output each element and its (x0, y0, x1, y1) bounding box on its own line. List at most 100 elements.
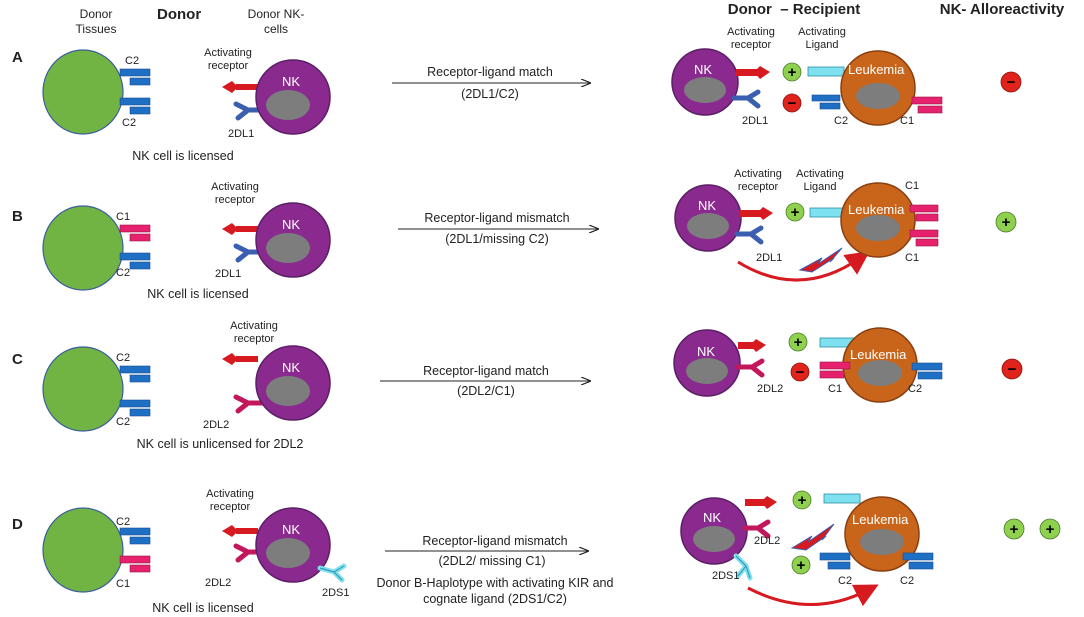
svg-text:+: + (1010, 521, 1019, 538)
inhibitory-receptor-icon (233, 394, 265, 414)
recipient-receptor2-label: 2DS1 (712, 570, 740, 582)
svg-text:+: + (797, 557, 806, 574)
nk-receptor-label: 2DL2 (203, 419, 229, 431)
activation-arrow (737, 251, 870, 282)
activating-receptor-label-line2: receptor (738, 181, 779, 193)
recipient-ligand-c2-left (819, 552, 851, 570)
nk-nucleus (266, 90, 310, 120)
svg-text:+: + (1002, 214, 1011, 231)
plus-sign-icon: + (782, 62, 802, 82)
tissue-ligand-c1 (119, 224, 151, 242)
recipient-nk-label: NK (694, 62, 712, 77)
tissue-ligand-label: C2 (125, 55, 139, 67)
recipient-nk-label: NK (703, 510, 721, 525)
tissue-ligand-c2-top (119, 68, 151, 86)
activation-arrow (747, 584, 879, 607)
recipient-ligand-c2 (911, 362, 943, 380)
plus-sign-icon: + (788, 332, 808, 352)
recipient-activating-receptor-icon (738, 339, 766, 352)
activating-receptor-label-line1: Activating (727, 26, 775, 38)
leukemia-nucleus (856, 215, 900, 241)
recipient-ligand-c1 (819, 361, 851, 379)
arrow-text-line2: (2DL1/C2) (461, 87, 519, 101)
svg-text:+: + (1046, 521, 1055, 538)
tissue-ligand-c2 (119, 527, 151, 545)
extra-text-line2: cognate ligand (2DS1/C2) (423, 592, 567, 606)
arrow-text-line2: (2DL1/missing C2) (445, 232, 549, 246)
nk-cell-label: NK (282, 217, 300, 232)
arrow-text-line1: Receptor-ligand mismatch (424, 211, 569, 225)
row-letter: C (12, 351, 23, 368)
recipient-receptor-label: 2DL2 (754, 535, 780, 547)
recipient-receptor-label: 2DL2 (757, 383, 783, 395)
licensing-note: NK cell is licensed (152, 601, 253, 615)
recipient-ligand-label: C1 (905, 180, 919, 192)
licensing-note: NK cell is unlicensed for 2DL2 (137, 437, 304, 451)
recipient-nk-nucleus (687, 213, 729, 239)
outcome-minus-icon: − (1001, 358, 1023, 380)
tissue-ligand-c1 (119, 555, 151, 573)
nk-cell-label: NK (282, 74, 300, 89)
donor-tissue-cell (42, 49, 124, 135)
svg-text:+: + (794, 334, 803, 351)
leukemia-label: Leukemia (848, 202, 905, 217)
plus-sign-icon: + (785, 202, 805, 222)
row-d: D C2 C1 Activating receptor NK 2DL2 2DS1 (12, 488, 1061, 615)
licensing-note: NK cell is licensed (147, 287, 248, 301)
activating-receptor-icon (222, 525, 258, 537)
donor-tissue-cell (42, 205, 124, 291)
activating-ligand-label-line2: Ligand (803, 181, 836, 193)
svg-text:−: − (796, 364, 805, 381)
recipient-ligand-label: C1 (828, 383, 842, 395)
licensing-note: NK cell is licensed (132, 149, 233, 163)
arrow-text-line1: Receptor-ligand mismatch (422, 534, 567, 548)
minus-sign-icon: − (790, 362, 810, 382)
activating-ligand-label-line1: Activating (796, 168, 844, 180)
activating-receptor-label-line1: Activating (204, 47, 252, 59)
tissue-ligand-label: C2 (116, 267, 130, 279)
leukemia-label: Leukemia (848, 62, 905, 77)
recipient-inhibitory-receptor-icon (734, 225, 764, 245)
nk-nucleus (266, 233, 310, 263)
row-b: B C1 C2 Activating receptor NK 2DL1 NK c… (12, 168, 1017, 301)
recipient-nk-nucleus (684, 77, 726, 103)
arrow-text-line2: (2DL2/ missing C1) (439, 554, 546, 568)
recipient-ligand-c1-top (909, 204, 939, 222)
recipient-activating-kir-icon (733, 553, 753, 581)
nk-cell-label: NK (282, 360, 300, 375)
recipient-ligand-c2-right (902, 552, 934, 570)
row-letter: D (12, 516, 23, 533)
recipient-receptor-label: 2DL1 (742, 115, 768, 127)
recipient-nk-label: NK (697, 344, 715, 359)
activating-receptor-label-line2: receptor (208, 60, 249, 72)
activating-ligand-icon (807, 66, 845, 77)
recipient-ligand-c2 (811, 94, 841, 110)
nk-receptor-label: 2DL2 (205, 577, 231, 589)
recipient-nk-label: NK (698, 198, 716, 213)
recipient-ligand-label: C2 (834, 115, 848, 127)
nk-receptor-label: 2DL1 (228, 128, 254, 140)
leukemia-nucleus (858, 360, 902, 386)
arrow-text-line1: Receptor-ligand match (423, 364, 549, 378)
tissue-ligand-label: C2 (116, 416, 130, 428)
tissue-ligand-label: C2 (116, 352, 130, 364)
activating-kir-receptor-icon (317, 563, 347, 583)
svg-text:+: + (798, 492, 807, 509)
header-donor-tissues-line2: Tissues (76, 22, 117, 36)
header-donor-nk-line1: Donor NK- (248, 7, 305, 21)
recipient-ligand-label: C1 (900, 115, 914, 127)
svg-text:−: − (1008, 361, 1017, 378)
activating-receptor-label-line1: Activating (206, 488, 254, 500)
arrow-text-line1: Receptor-ligand match (427, 65, 553, 79)
tissue-ligand-label: C1 (116, 578, 130, 590)
plus-sign-icon: + (791, 555, 811, 575)
lightning-bolt-icon (798, 247, 843, 273)
lightning-bolt-icon (790, 523, 835, 551)
svg-text:+: + (791, 204, 800, 221)
recipient-ligand-label: C2 (900, 575, 914, 587)
outcome-plus-icon: + (1003, 518, 1025, 540)
nk-nucleus (266, 538, 310, 568)
header-donor: Donor (157, 6, 201, 23)
recipient-inhibitory-receptor-icon (742, 519, 771, 539)
tissue-ligand-c2-top (119, 365, 151, 383)
